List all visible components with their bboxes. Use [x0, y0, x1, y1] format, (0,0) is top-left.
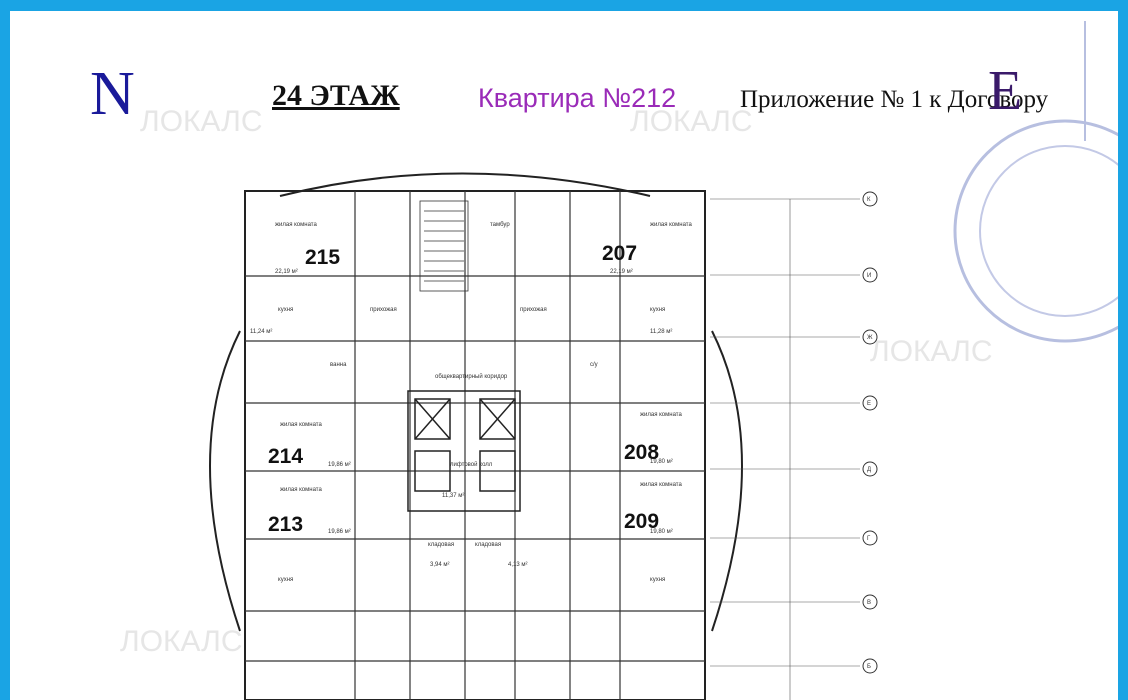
floor-title: 24 ЭТАЖ [272, 79, 400, 112]
unit-number-207: 207 [602, 242, 637, 265]
unit-number-215: 215 [305, 246, 340, 269]
room-label: жилая комната [280, 487, 322, 493]
room-area: 11,28 м² [650, 329, 672, 335]
room-area: 19,86 м² [328, 462, 351, 468]
room-label: с/у [590, 362, 598, 368]
room-label: кладовая [428, 542, 454, 548]
floor-plan-drawing: ЛОКАЛС ЛОКАЛС ЛОКАЛС ЛОКАЛС [120, 105, 993, 700]
room-area: 19,86 м² [328, 529, 351, 535]
compass-east-letter: E [988, 60, 1023, 122]
room-label: кухня [278, 577, 293, 583]
staircase [419, 200, 469, 292]
axis-label-b: Б [867, 664, 871, 670]
official-stamp [953, 21, 1118, 343]
axis-label-i: И [867, 273, 871, 279]
room-label: кухня [650, 307, 665, 313]
room-label: общеквартирный коридор [435, 373, 508, 380]
room-label: прихожая [520, 307, 547, 313]
watermark-text: ЛОКАЛС [140, 105, 263, 138]
room-area: 11,24 м² [250, 329, 272, 335]
walls [245, 191, 705, 700]
axis-label-g: Г [867, 536, 871, 542]
axis-label-e: Е [867, 401, 871, 407]
room-label: прихожая [370, 307, 397, 313]
room-label: кухня [278, 307, 293, 313]
unit-numbers: 215 207 214 208 213 209 [268, 242, 659, 536]
axis-label-d: Д [867, 467, 871, 473]
room-label: жилая комната [640, 482, 682, 488]
room-area: 22,19 м² [275, 269, 298, 275]
room-label: жилая комната [280, 422, 322, 428]
unit-number-208: 208 [624, 441, 659, 464]
watermark-text-3: ЛОКАЛС [870, 335, 993, 368]
room-label: жилая комната [650, 222, 692, 228]
room-area: 11,37 м² [442, 493, 464, 499]
room-area: 3,94 м² [430, 562, 449, 568]
compass-north-letter: N [90, 60, 135, 128]
room-label: тамбур [490, 222, 510, 228]
room-area: 4,13 м² [508, 562, 527, 568]
room-label: кухня [650, 577, 665, 583]
unit-number-209: 209 [624, 510, 659, 533]
room-label: лифтовой холл [450, 461, 493, 468]
room-labels: жилая комната 22,19 м² жилая комната 22,… [250, 222, 692, 583]
unit-number-213: 213 [268, 513, 303, 536]
room-area: 19,80 м² [650, 529, 673, 535]
axis-label-v: В [867, 600, 871, 606]
room-label: жилая комната [275, 222, 317, 228]
axis-label-zh: Ж [867, 335, 873, 341]
apartment-title: Квартира №212 [478, 83, 677, 113]
room-area: 19,80 м² [650, 459, 673, 465]
room-area: 22,19 м² [610, 269, 633, 275]
axis-label-k: К [867, 197, 871, 203]
room-label: кладовая [475, 542, 501, 548]
lift-shafts [407, 390, 521, 512]
watermark-text-4: ЛОКАЛС [120, 625, 243, 658]
axis-markers: К И Ж Е Д Г В Б [710, 191, 878, 700]
watermark-text-2: ЛОКАЛС [630, 105, 753, 138]
unit-number-214: 214 [268, 445, 303, 468]
building-outline [209, 172, 743, 700]
annex-title: Приложение № 1 к Договору [740, 86, 1049, 113]
floor-plan-sheet: ЛОКАЛС ЛОКАЛС ЛОКАЛС ЛОКАЛС [10, 11, 1118, 700]
room-label: ванна [330, 362, 347, 368]
room-label: жилая комната [640, 412, 682, 418]
